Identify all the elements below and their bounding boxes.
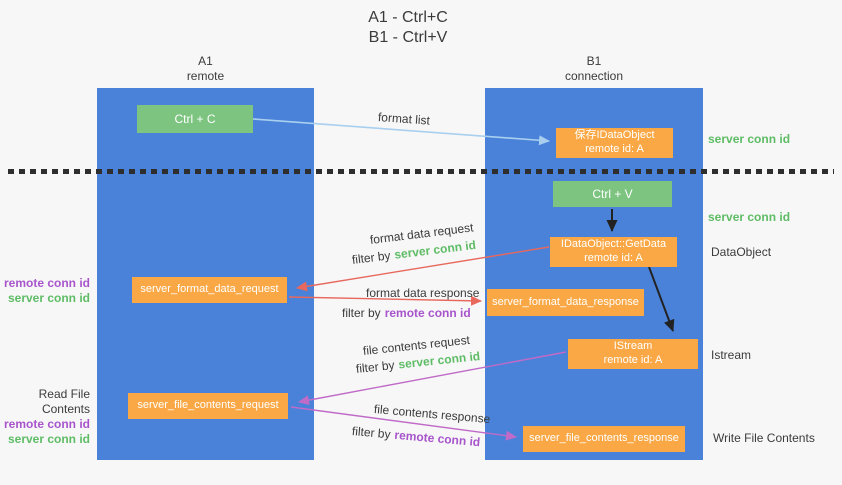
node-save-idataobject-line2: remote id: A — [585, 143, 644, 155]
label-istream: Istream — [711, 348, 752, 362]
node-server-file-contents-response: server_file_contents_response — [523, 426, 685, 452]
left-conn-id-block-top: remote conn id server conn id — [0, 276, 90, 306]
label-remote-conn-id-left-bottom: remote conn id — [3, 417, 90, 431]
node-istream-line1: IStream — [613, 340, 653, 353]
label-write-file-contents: Write File Contents — [713, 431, 815, 445]
label-dataobject: DataObject — [711, 245, 772, 259]
node-istream-line2: remote id: A — [603, 354, 663, 366]
label-server-conn-id-right-bottom: server conn id — [708, 210, 791, 224]
column-b1-name: B1 — [586, 54, 602, 68]
label-server-conn-id-left-top: server conn id — [7, 291, 90, 305]
column-header-a1: A1 remote — [97, 54, 314, 84]
filter-by-text: filter by — [351, 248, 392, 267]
label-format-list: format list — [377, 110, 431, 128]
node-save-idataobject-line1: 保存IDataObject — [574, 129, 655, 142]
label-file-contents-response: file contents response — [373, 402, 491, 427]
node-ctrl-v: Ctrl + V — [553, 181, 672, 207]
node-server-format-data-response: server_format_data_response — [487, 289, 644, 316]
remote-conn-id-text: remote conn id — [384, 306, 471, 320]
column-a1-role: remote — [186, 69, 225, 83]
filter-by-text: filter by — [355, 357, 396, 376]
node-server-format-data-request-label: server_format_data_request — [140, 283, 279, 296]
title-line-1: A1 - Ctrl+C — [368, 9, 448, 26]
label-server-conn-id-right-top: server conn id — [708, 132, 791, 146]
label-remote-conn-id-left-top: remote conn id — [3, 276, 90, 290]
remote-conn-id-text: remote conn id — [393, 427, 481, 450]
node-istream: IStream remote id: A — [568, 339, 698, 369]
label-server-conn-id-left-bottom: server conn id — [7, 432, 90, 446]
node-server-file-contents-request: server_file_contents_request — [128, 393, 288, 419]
session-divider-dashed-line — [8, 169, 834, 174]
node-idataobject-getdata-line1: IDataObject::GetData — [560, 238, 667, 251]
column-a1-name: A1 — [198, 54, 213, 68]
diagram-title: A1 - Ctrl+C B1 - Ctrl+V — [0, 8, 816, 48]
node-server-file-contents-response-label: server_file_contents_response — [529, 432, 679, 445]
node-ctrl-c: Ctrl + C — [137, 105, 253, 133]
column-header-b1: B1 connection — [485, 54, 703, 84]
node-server-format-data-response-label: server_format_data_response — [492, 295, 639, 308]
node-save-idataobject: 保存IDataObject remote id: A — [556, 128, 673, 158]
title-line-2: B1 - Ctrl+V — [368, 29, 448, 46]
filter-by-text: filter by — [351, 424, 392, 442]
label-format-data-response: format data response — [366, 286, 480, 300]
label-read-file-contents: Read File Contents — [38, 387, 90, 416]
node-idataobject-getdata-line2: remote id: A — [584, 252, 643, 264]
node-server-format-data-request: server_format_data_request — [132, 277, 287, 303]
node-idataobject-getdata: IDataObject::GetData remote id: A — [550, 237, 677, 267]
column-b1-role: connection — [564, 69, 624, 83]
node-ctrl-v-label: Ctrl + V — [592, 186, 633, 201]
node-ctrl-c-label: Ctrl + C — [174, 111, 216, 126]
filter-by-text: filter by — [342, 306, 381, 320]
left-conn-id-block-bottom: Read File Contents remote conn id server… — [0, 387, 90, 447]
node-server-file-contents-request-label: server_file_contents_request — [137, 399, 279, 412]
